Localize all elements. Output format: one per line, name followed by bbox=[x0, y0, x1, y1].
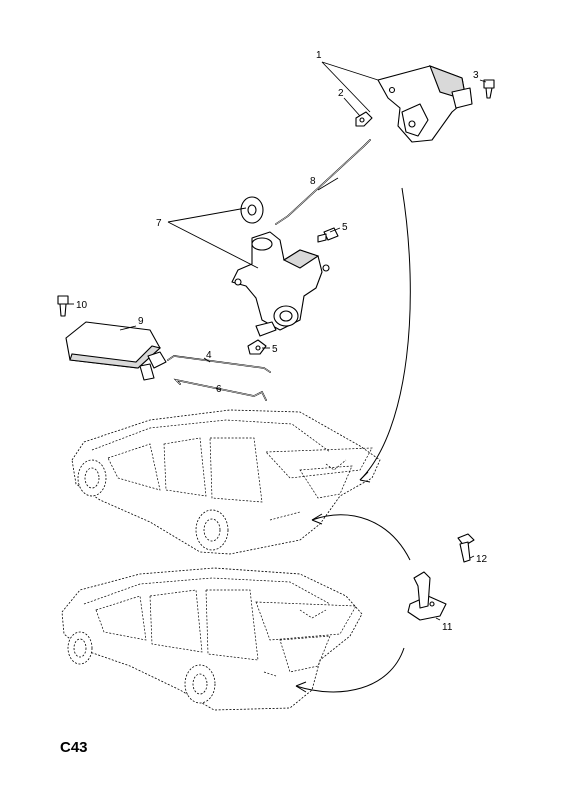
part-5-screw-upper bbox=[317, 227, 339, 243]
callout-4: 4 bbox=[206, 350, 212, 361]
callout-5-lower: 5 bbox=[272, 344, 278, 355]
callout-11: 11 bbox=[442, 622, 453, 633]
car-upper-estate bbox=[71, 409, 381, 555]
callout-10: 10 bbox=[76, 300, 88, 311]
part-3-bolt bbox=[483, 79, 495, 99]
diagram-code: C43 bbox=[60, 739, 88, 756]
callout-8: 8 bbox=[310, 176, 316, 187]
part-9-actuator bbox=[65, 321, 167, 381]
part-6-rod bbox=[173, 378, 267, 401]
part-12-bolt bbox=[457, 533, 475, 563]
part-10-bolt bbox=[57, 295, 69, 317]
location-arrows bbox=[295, 187, 411, 693]
part-8-rod bbox=[275, 139, 371, 225]
callout-labels: 1 2 3 8 7 5 10 9 5 4 6 12 11 bbox=[76, 50, 488, 633]
callout-7: 7 bbox=[156, 218, 162, 229]
callout-2: 2 bbox=[338, 88, 344, 99]
callout-9: 9 bbox=[138, 316, 144, 327]
part-5-clip-lower bbox=[247, 339, 267, 355]
callout-3: 3 bbox=[473, 70, 479, 81]
part-11-striker bbox=[407, 571, 447, 621]
part-4-rod bbox=[167, 355, 271, 373]
callout-12: 12 bbox=[476, 554, 488, 565]
part-1-bracket bbox=[377, 65, 473, 143]
callout-6: 6 bbox=[216, 384, 222, 395]
leader-lines bbox=[68, 61, 487, 621]
car-lower-mpv bbox=[61, 567, 363, 711]
callout-5-upper: 5 bbox=[342, 222, 348, 233]
part-2-clip bbox=[355, 111, 373, 127]
callout-1: 1 bbox=[316, 50, 322, 61]
part-7-lock-cylinder bbox=[231, 196, 330, 337]
